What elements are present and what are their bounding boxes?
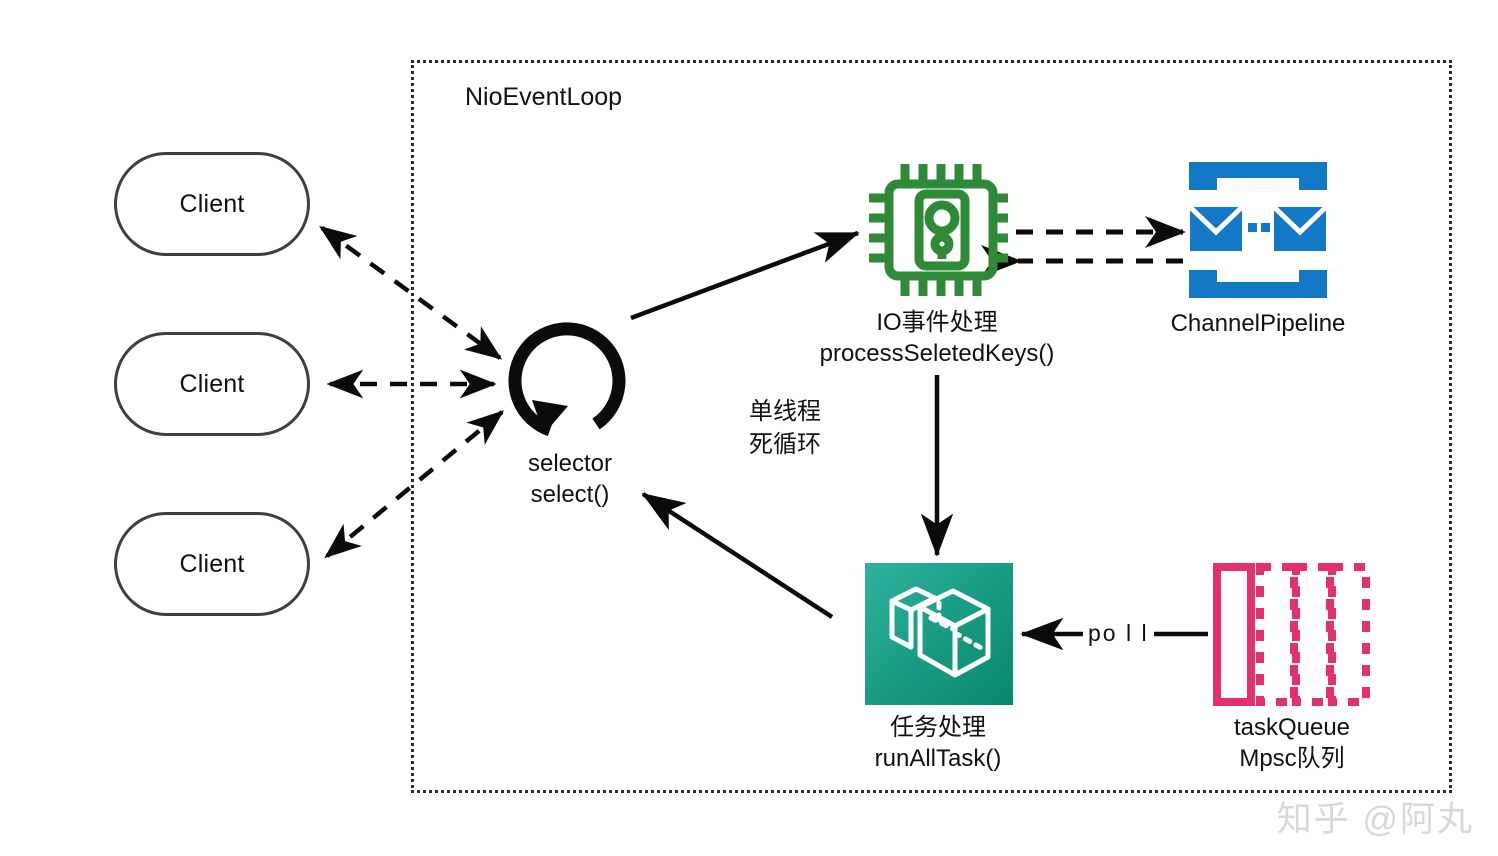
task-queue-caption-line2: Mpsc队列 <box>1239 745 1345 772</box>
io-handler-caption-line1: IO事件处理 <box>876 309 998 336</box>
task-runner-caption: 任务处理 runAllTask() <box>838 712 1038 774</box>
loop-note-line1: 单线程 <box>749 398 821 425</box>
client-node-3-label: Client <box>179 549 245 578</box>
single-thread-loop-note: 单线程死循环 <box>700 395 870 461</box>
task-runner-icon <box>865 563 1013 705</box>
poll-edge-label: po l l <box>1083 620 1154 647</box>
loop-note-line2: 死循环 <box>749 431 821 458</box>
client-node-3[interactable]: Client <box>114 512 310 616</box>
cpu-chip-icon <box>866 160 1013 300</box>
selector-caption: selector select() <box>470 448 670 510</box>
selector-caption-line1: selector <box>527 450 613 477</box>
task-queue-caption-line1: taskQueue <box>1233 714 1351 741</box>
nioeventloop-group-title: NioEventLoop <box>465 83 623 111</box>
client-node-1-label: Client <box>179 189 245 218</box>
task-runner-caption-line2: runAllTask() <box>874 745 1002 772</box>
channel-pipeline-caption: ChannelPipeline <box>1170 310 1346 337</box>
io-handler-caption-line2: processSeletedKeys() <box>819 340 1055 367</box>
io-handler-caption: IO事件处理 processSeletedKeys() <box>787 307 1087 369</box>
client-node-1[interactable]: Client <box>114 152 310 256</box>
task-runner-caption-line1: 任务处理 <box>890 714 986 741</box>
channel-pipeline-icon <box>1185 160 1331 300</box>
client-node-2[interactable]: Client <box>114 332 310 436</box>
client-node-2-label: Client <box>179 369 245 398</box>
selector-caption-line2: select() <box>530 481 610 508</box>
selector-loop-icon <box>504 318 634 448</box>
watermark: 知乎 @阿丸 <box>1276 800 1474 839</box>
task-queue-icon <box>1213 563 1371 706</box>
